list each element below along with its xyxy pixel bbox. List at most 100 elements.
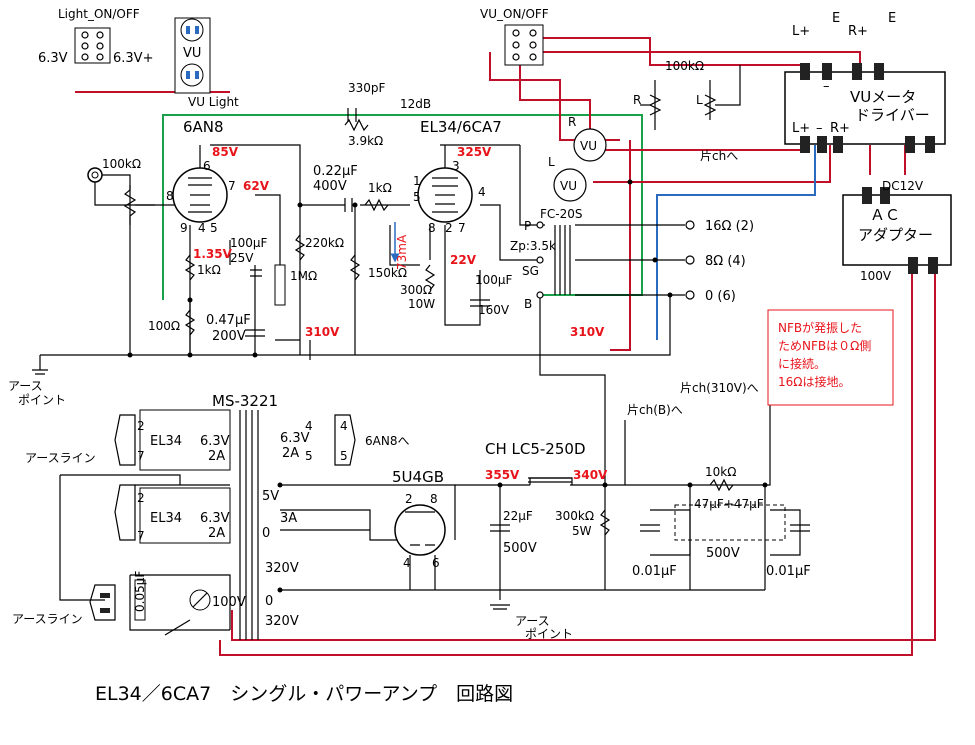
6an8-rk: 1kΩ xyxy=(197,263,221,277)
driver-l-plus: L+ xyxy=(792,24,810,39)
pt-sec-p5: 5 xyxy=(305,449,313,463)
driver-r-plus: R+ xyxy=(848,24,868,39)
el34-plate-v: 325V xyxy=(457,145,492,159)
driver-name-1: VUメータ xyxy=(850,88,916,106)
filter-c2: 47μF+47μF xyxy=(694,497,764,511)
driver-bottom-rplus: R+ xyxy=(830,121,850,136)
el34-pin3: 3 xyxy=(452,159,460,173)
adapter-100v: 100V xyxy=(860,269,892,283)
6an8-rp: 220kΩ xyxy=(305,236,344,250)
stage2-b-v: 310V xyxy=(570,325,605,339)
vu-meter-l xyxy=(553,168,587,202)
earth-point-1a: アース xyxy=(8,379,43,393)
6an8-c-gnd-v: 200V xyxy=(212,329,246,344)
6an8-pin8: 8 xyxy=(166,189,174,203)
pt-5v: 5V xyxy=(262,489,279,504)
vu-pot-l xyxy=(703,65,741,120)
vu-meter-l-text: VU xyxy=(560,179,577,193)
pt-ext-p4: 4 xyxy=(340,419,348,433)
stage1-b-v: 310V xyxy=(305,325,340,339)
earth-point-2a: アース xyxy=(515,614,550,628)
6an8-ck: 100μF xyxy=(230,236,268,250)
vu-pot-r xyxy=(640,80,662,130)
vu-pot-l-label: L xyxy=(696,93,703,107)
el34-ck: 100μF xyxy=(475,273,513,287)
6an8-pin7: 7 xyxy=(228,179,236,193)
choke-name: CH LC5-250D xyxy=(485,440,586,458)
pt-b-p1: 2 xyxy=(137,491,145,505)
6an8-c-gnd: 0.47μF xyxy=(206,313,251,328)
el34-rk: 300Ω xyxy=(400,283,432,297)
pt-fuse: 0.05μF xyxy=(133,571,147,612)
grid-leak: 150kΩ xyxy=(368,266,407,280)
adapter-line2: アダプター xyxy=(858,226,933,244)
ot-zp: Zp:3.5k xyxy=(510,239,556,253)
grid-r: 1kΩ xyxy=(368,181,392,195)
el34-pin4: 4 xyxy=(478,185,486,199)
pt-a-v: 6.3V xyxy=(200,434,230,449)
filter-v-out: 340V xyxy=(573,468,608,482)
filter-bypass-l: 0.01μF xyxy=(632,564,677,579)
earth-line-1: アースライン xyxy=(25,451,96,465)
ac-inlet[interactable] xyxy=(89,579,211,636)
ot-tap8: 8Ω (4) xyxy=(705,254,746,269)
ground-symbols xyxy=(32,369,510,610)
filter-bleed-w: 5W xyxy=(572,524,592,538)
pt-a-el34: EL34 xyxy=(150,434,182,449)
light-switch[interactable] xyxy=(74,27,111,64)
el34-cathode-v: 22V xyxy=(450,253,477,267)
6an8-pin4: 4 xyxy=(198,221,206,235)
input-jack xyxy=(87,167,103,183)
vu-lamp xyxy=(174,17,211,94)
pt-zero1: 0 xyxy=(262,526,270,541)
driver-e2: E xyxy=(888,11,896,26)
tube-el34-name: EL34/6CA7 xyxy=(420,118,502,136)
el34-pin5: 5 xyxy=(413,190,421,204)
filter-v-in: 355V xyxy=(485,468,520,482)
filter-to-other-b: 片ch(B)へ xyxy=(627,403,683,417)
labels-output-transformer: FC-20S Zp:3.5k P SG B 16Ω (2) 8Ω (4) 0 (… xyxy=(510,207,754,311)
output-transformer-symbol xyxy=(536,220,695,300)
power-transformer-symbol xyxy=(114,409,356,640)
pt-a-p1: 2 xyxy=(137,419,145,433)
light-switch-label: Light_ON/OFF xyxy=(58,7,140,21)
tube-6an8-symbol xyxy=(172,145,228,223)
ot-p: P xyxy=(524,219,531,233)
ot-sg: SG xyxy=(522,264,539,278)
6an8-pin9: 9 xyxy=(180,221,188,235)
el34-rk-w: 10W xyxy=(408,297,435,311)
pt-a-i: 2A xyxy=(208,449,225,464)
pt-sec-2a: 2A xyxy=(282,446,299,461)
earth-point-2b: ポイント xyxy=(525,627,573,641)
filter-bypass-r: 0.01μF xyxy=(766,564,811,579)
nfb-res: 3.9kΩ xyxy=(348,134,383,148)
schematic-title: EL34／6CA7 シングル・パワーアンプ 回路図 xyxy=(95,683,513,705)
light-6v3-left: 6.3V xyxy=(38,51,68,66)
labels-stage1: 100kΩ 6AN8 85V 6 8 7 62V 9 4 5 1.35V 1kΩ… xyxy=(102,118,344,344)
driver-name-2: ドライバー xyxy=(855,106,930,124)
pt-to-6an8: 6AN8へ xyxy=(365,434,409,448)
rect-tube: 5U4GB xyxy=(392,468,444,486)
labels-stage2: EL34/6CA7 325V 1 3 4 5 8 2 7 73mA 22V 30… xyxy=(395,118,605,339)
el34-pin1: 1 xyxy=(413,174,421,188)
vu-l-label: L xyxy=(548,155,555,169)
note-line4: 16Ωは接地。 xyxy=(778,374,850,389)
pt-b-i: 2A xyxy=(208,526,225,541)
labels-power-transformer: MS-3221 2 EL34 7 6.3V 2A 2 EL34 7 6.3V 2… xyxy=(133,392,409,629)
6an8-ck-v: 25V xyxy=(230,251,254,265)
adapter-line1: ＡＣ xyxy=(870,206,900,224)
el34-current: 73mA xyxy=(395,234,409,270)
labels-rectifier: 5U4GB 2 8 4 6 xyxy=(392,468,444,570)
pt-b-el34: EL34 xyxy=(150,511,182,526)
adapter-dc12v: DC12V xyxy=(882,179,924,193)
choke-symbol xyxy=(528,477,573,485)
pt-3a: 3A xyxy=(280,511,297,526)
vu-lamp-box-label: VU xyxy=(183,46,201,61)
filter-c1: 22μF xyxy=(503,509,533,523)
filter-c1-v: 500V xyxy=(503,541,537,556)
pt-b-v: 6.3V xyxy=(200,511,230,526)
nfb-cap: 330pF xyxy=(348,81,386,95)
vu-switch[interactable] xyxy=(504,24,544,66)
ot-b: B xyxy=(524,297,532,311)
